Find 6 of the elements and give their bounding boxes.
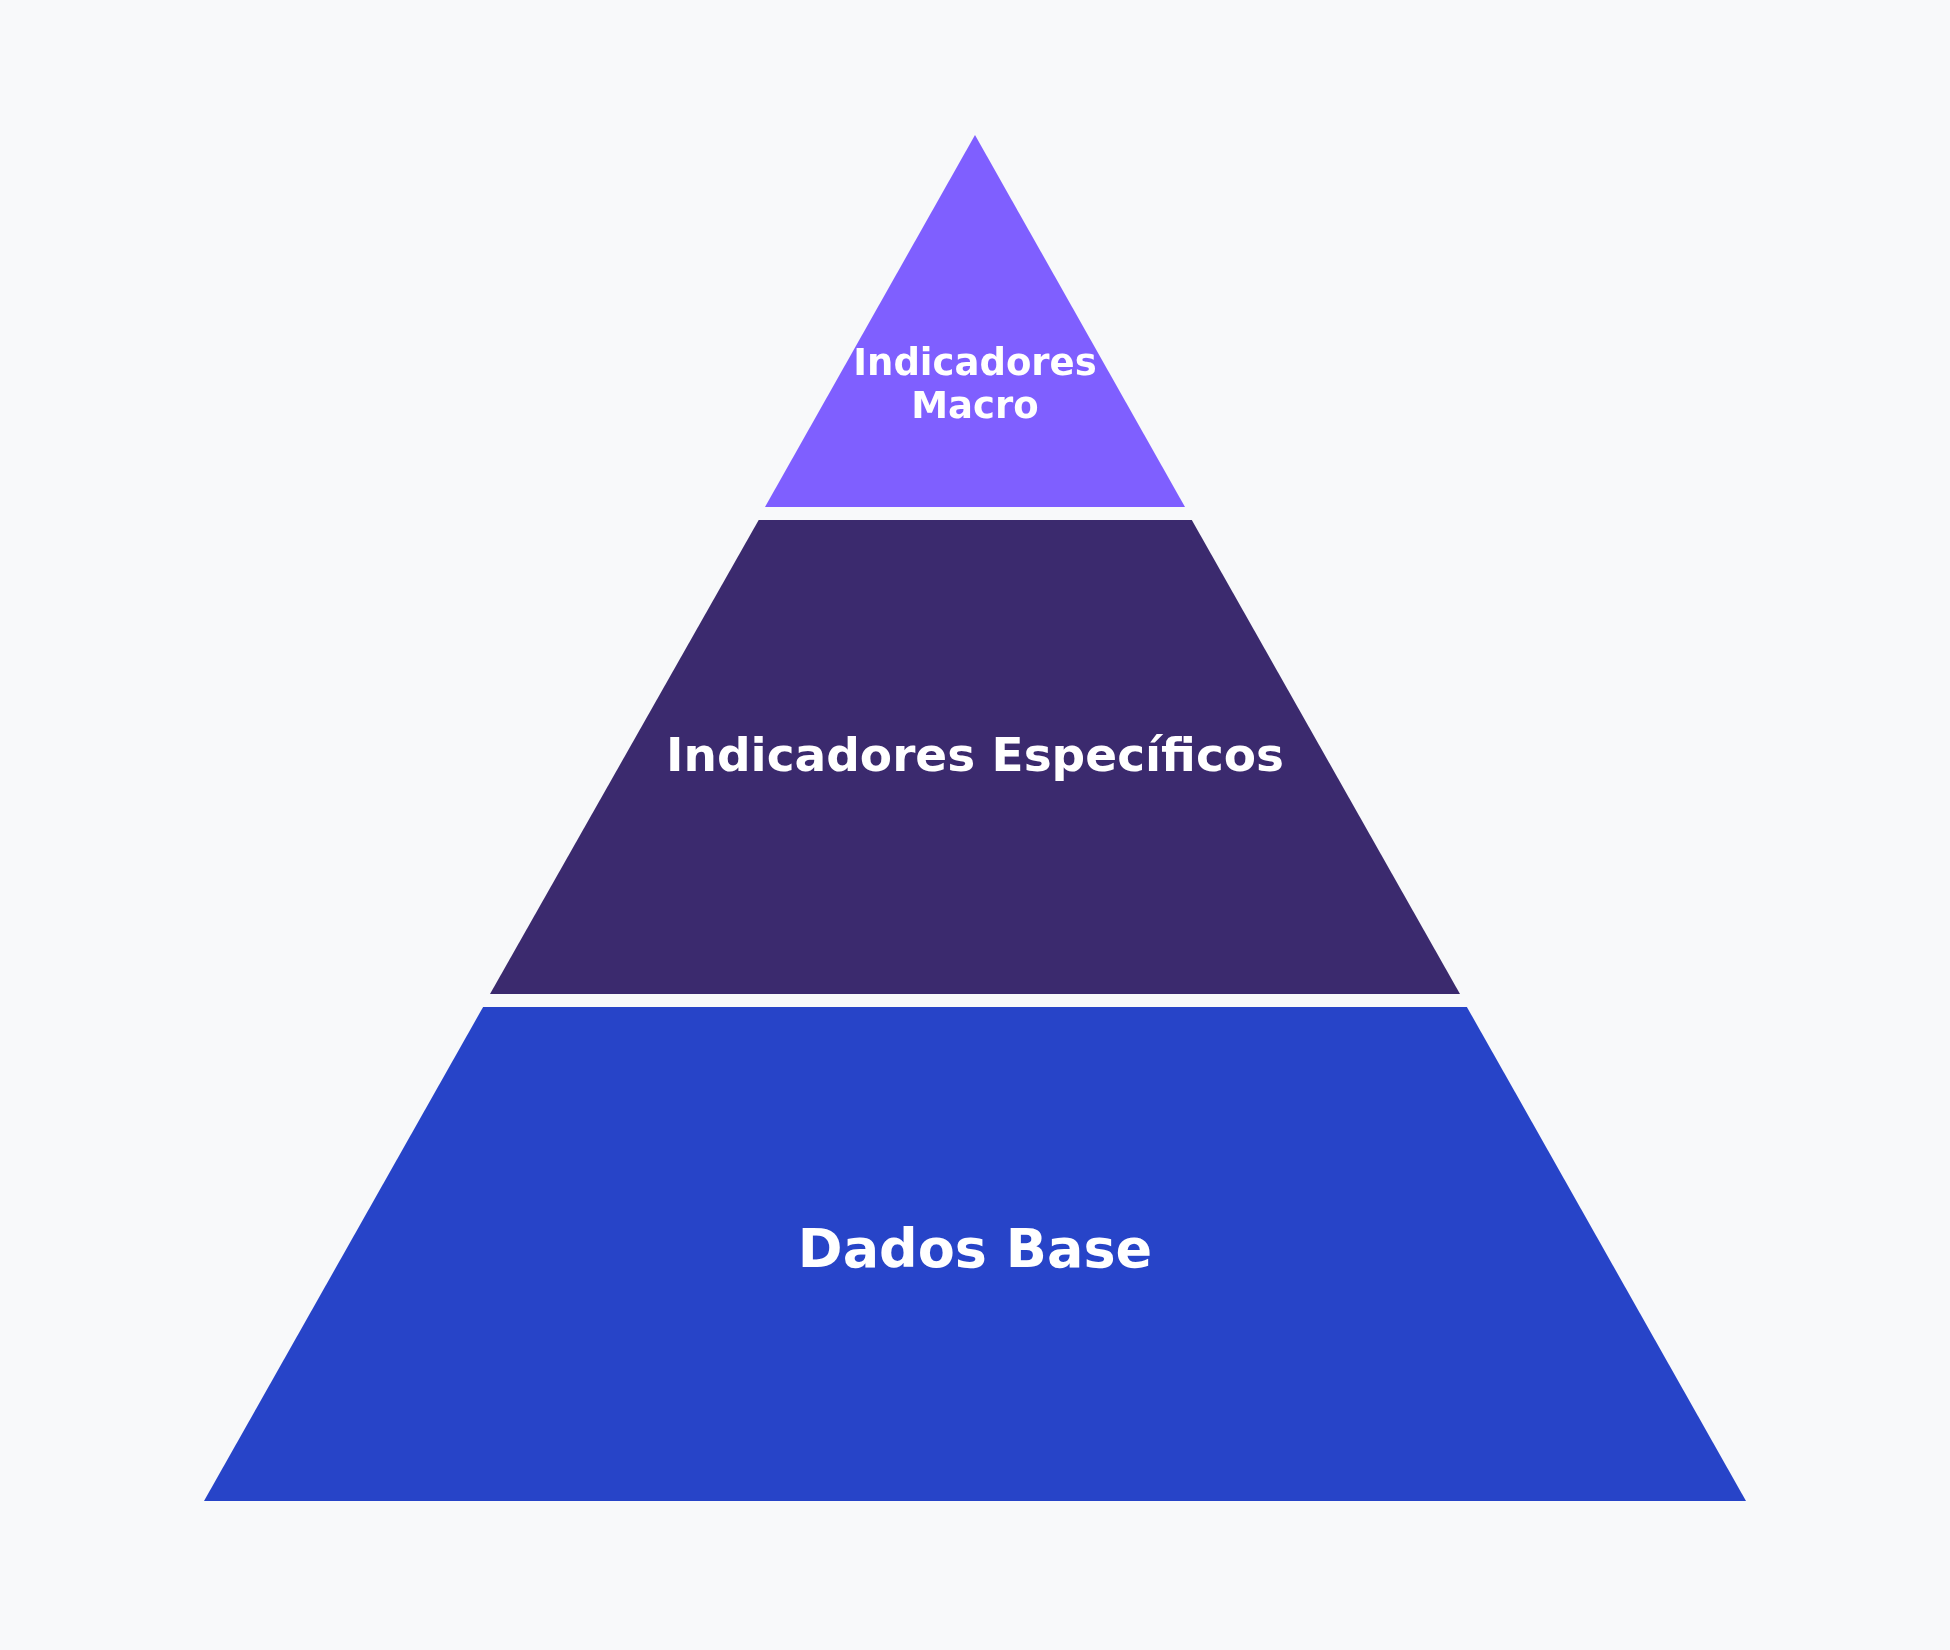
pyramid-tier: [490, 520, 1460, 994]
tier-label: Dados Base: [797, 1217, 1153, 1281]
tier-label: Indicadores Macro: [853, 342, 1097, 428]
tier-label: Indicadores Específicos: [665, 728, 1285, 782]
pyramid-tier: [765, 135, 1185, 507]
pyramid-tier: [204, 1007, 1746, 1501]
